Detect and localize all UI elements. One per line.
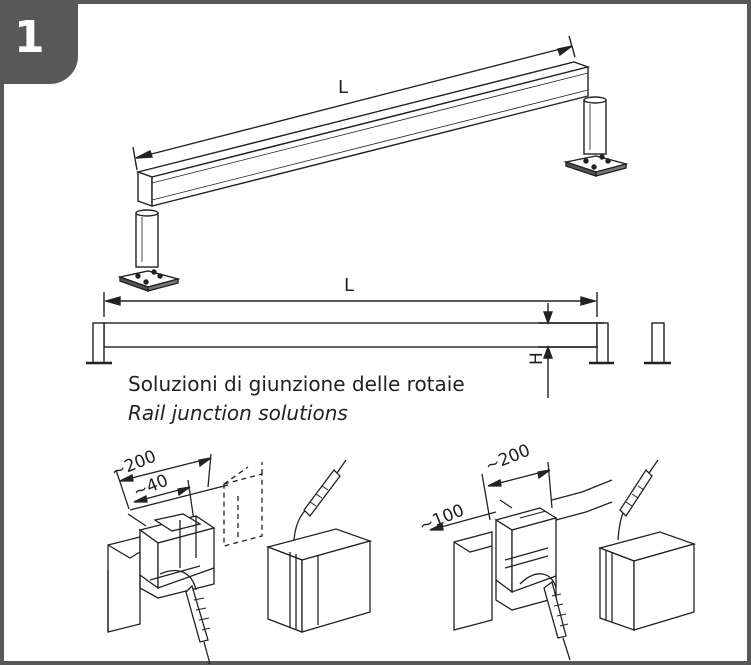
right-finished-joint — [597, 459, 697, 631]
rail-post-right — [563, 96, 629, 177]
height-label: H — [527, 352, 547, 365]
caption-english: Rail junction solutions — [128, 401, 348, 425]
dimension-line-top — [132, 35, 576, 171]
left-dimension-lines — [115, 453, 229, 527]
side-elevation — [86, 292, 671, 398]
right-dimension-outer: ~200 — [482, 441, 533, 477]
right-dimension-lines — [429, 461, 553, 531]
left-junction-channel — [138, 513, 216, 599]
step-badge: 1 — [0, 0, 78, 84]
right-target-rail — [551, 479, 613, 521]
right-dimension-offset: ~100 — [416, 501, 467, 537]
left-finished-joint — [265, 459, 373, 633]
rail-post-left — [117, 209, 181, 292]
length-label-side: L — [344, 275, 354, 296]
rail-beam — [135, 61, 591, 207]
right-welding-torch — [519, 573, 571, 661]
step-number: 1 — [14, 12, 45, 63]
right-junction-channel — [494, 507, 558, 611]
left-dashed-rail — [223, 462, 263, 547]
caption-italian: Soluzioni di giunzione delle rotaie — [128, 372, 465, 396]
right-rail-stub — [453, 531, 493, 631]
left-rail-stub — [107, 536, 141, 633]
left-welding-torch — [159, 569, 211, 665]
length-label-top: L — [338, 77, 348, 98]
